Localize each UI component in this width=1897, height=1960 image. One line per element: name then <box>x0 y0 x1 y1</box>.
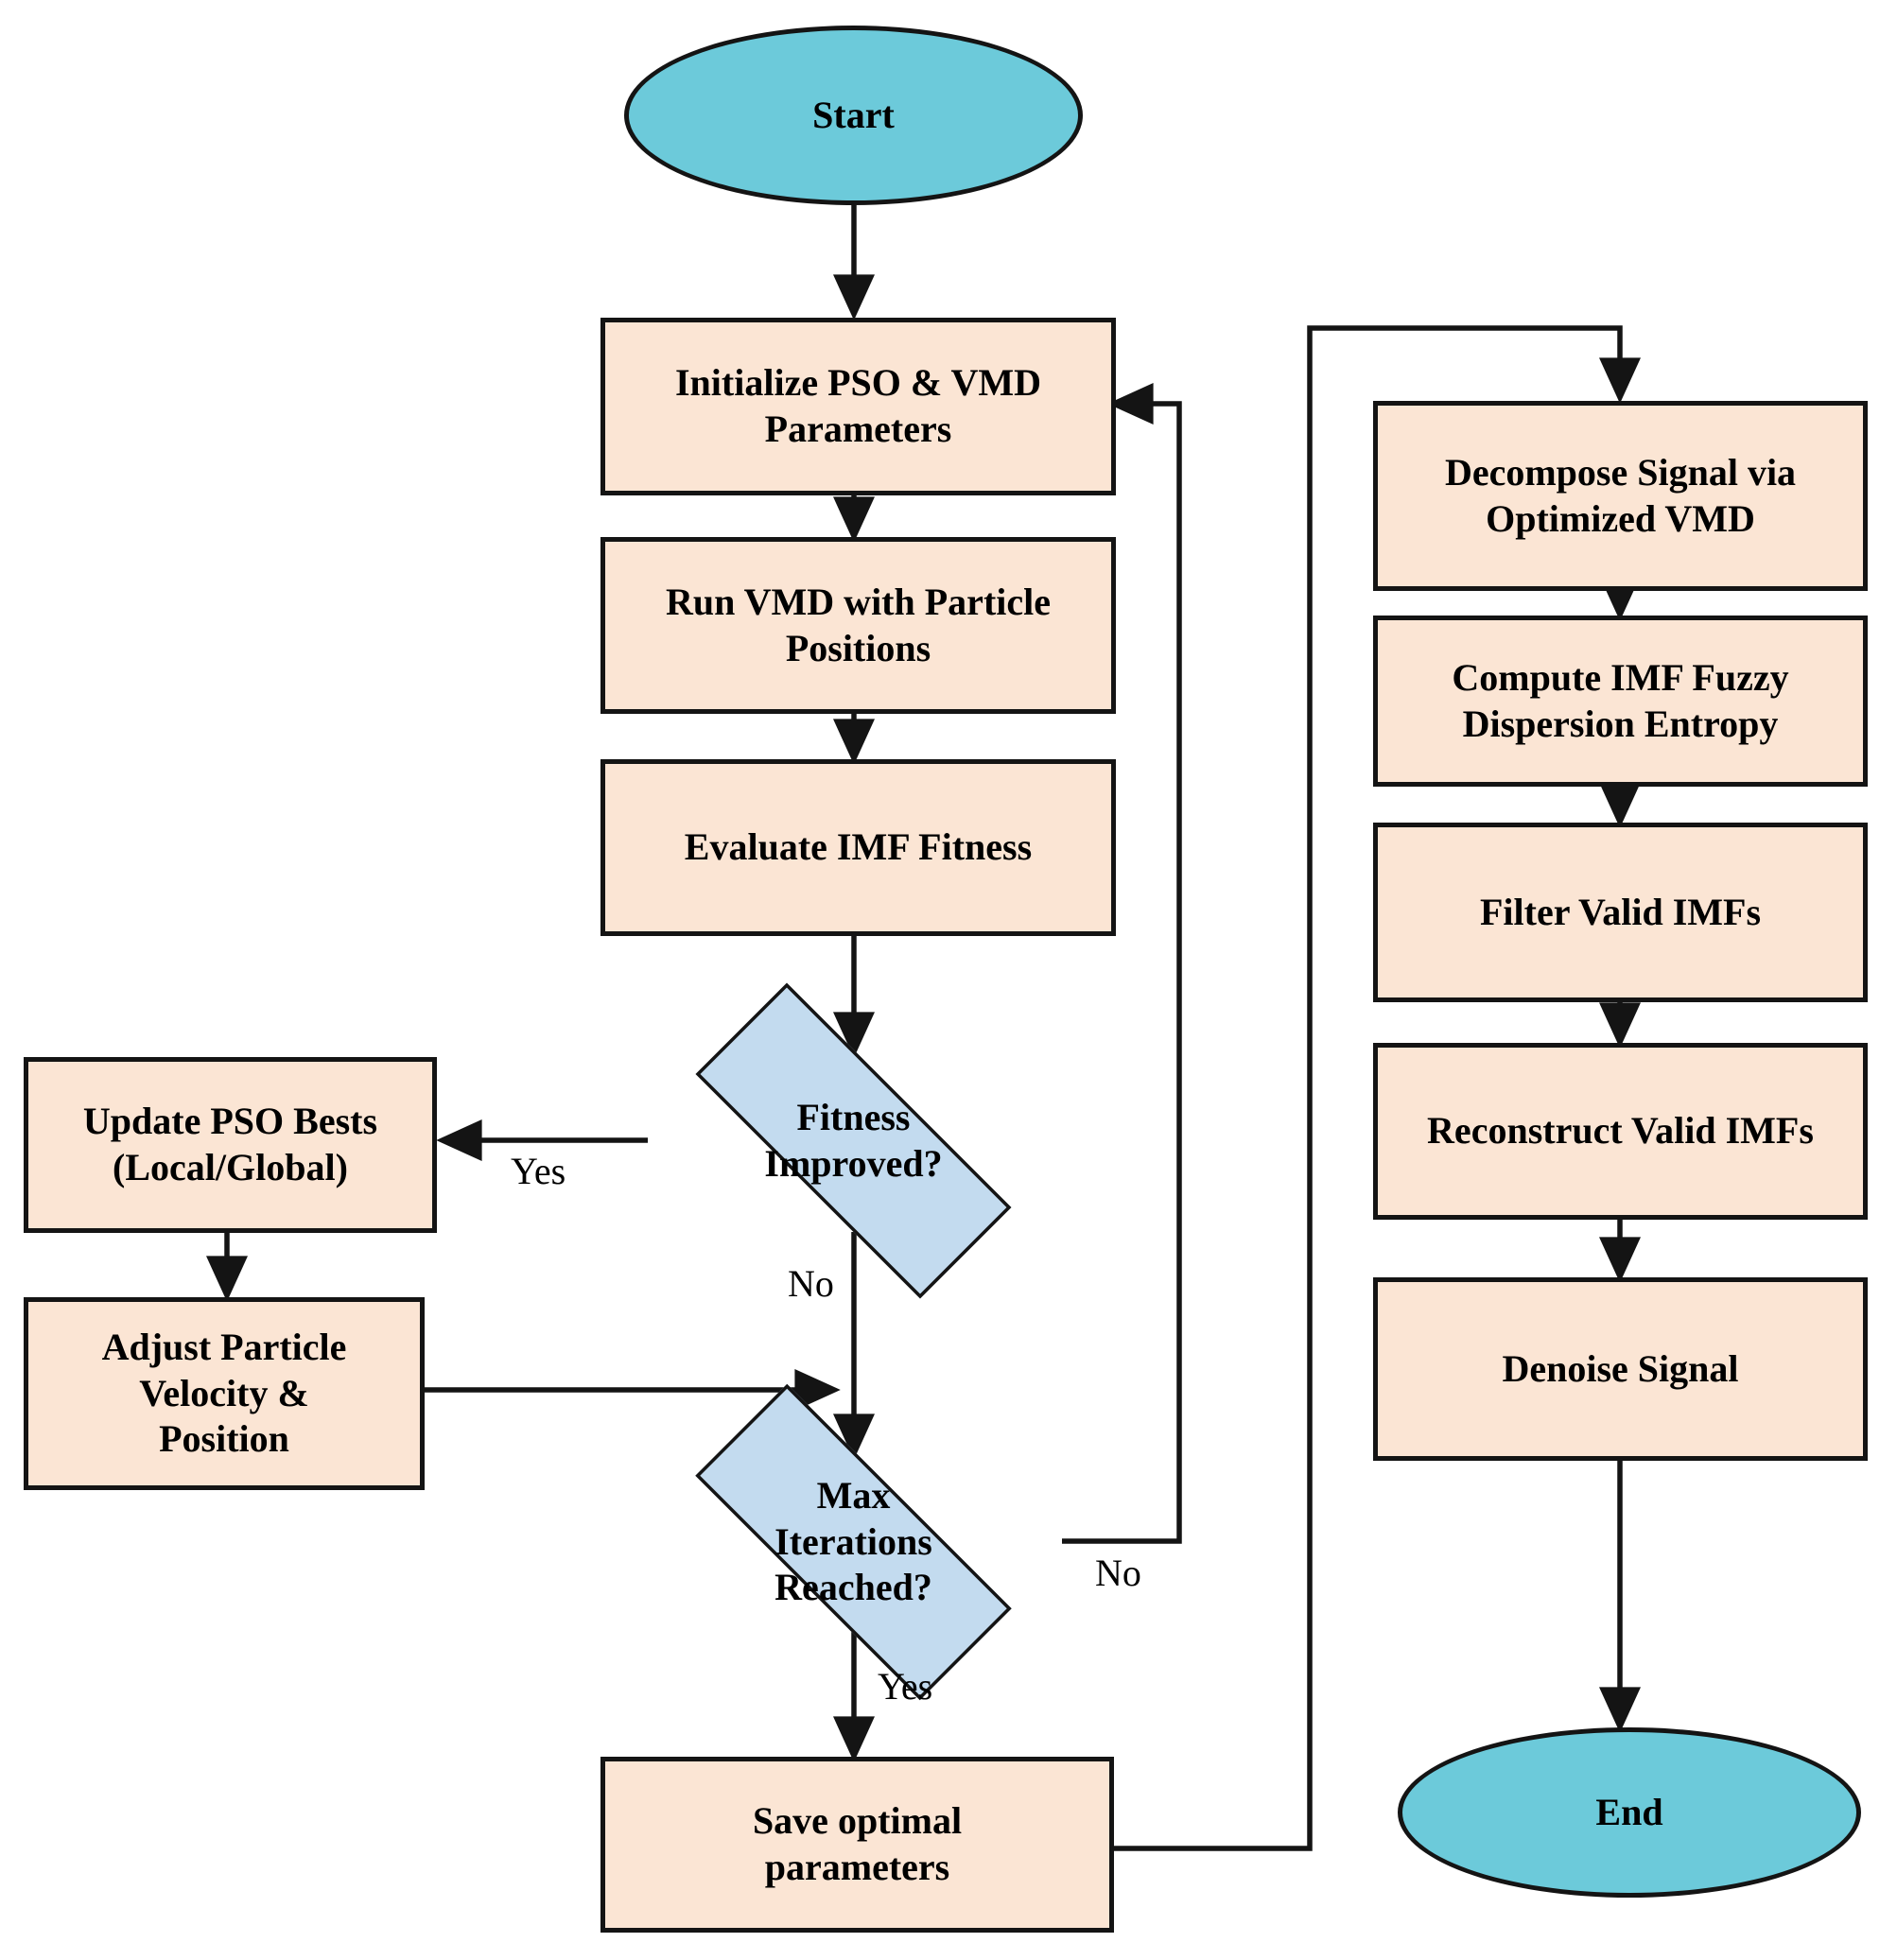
text-line: Optimized VMD <box>1486 496 1755 540</box>
node-adjust-particle[interactable]: Adjust Particle Velocity & Position <box>24 1297 425 1490</box>
text-line: Fitness <box>796 1095 911 1138</box>
node-adjust-particle-label: Adjust Particle Velocity & Position <box>102 1325 347 1463</box>
node-denoise-signal-label: Denoise Signal <box>1502 1346 1739 1390</box>
text-line: Position <box>159 1417 289 1461</box>
edge-label-fitness-no: No <box>788 1262 834 1305</box>
text-line: Initialize PSO & VMD <box>674 361 1041 405</box>
node-max-iterations-label: Max Iterations Reached? <box>678 1473 1029 1611</box>
node-save-optimal-parameters-label: Save optimal parameters <box>753 1798 962 1891</box>
text-line: Parameters <box>764 408 952 450</box>
node-run-vmd[interactable]: Run VMD with Particle Positions <box>600 537 1116 714</box>
node-fitness-improved-decision[interactable]: Fitness Improved? <box>629 982 1078 1299</box>
text-line: Iterations <box>774 1519 932 1563</box>
node-end[interactable]: End <box>1398 1727 1861 1898</box>
edge-save-to-decompose <box>1114 325 1642 1851</box>
edge-maxiter-no-to-init <box>1062 383 1182 1544</box>
node-evaluate-imf-fitness-label: Evaluate IMF Fitness <box>684 825 1033 869</box>
text-line: Max <box>816 1473 891 1517</box>
node-end-label: End <box>1595 1790 1663 1833</box>
node-denoise-signal[interactable]: Denoise Signal <box>1373 1277 1868 1461</box>
node-fitness-improved-label: Fitness Improved? <box>678 1095 1029 1188</box>
node-start[interactable]: Start <box>624 26 1083 205</box>
edge-label-maxiter-no: No <box>1095 1552 1141 1594</box>
text-line: Improved? <box>764 1141 943 1185</box>
node-save-optimal-parameters[interactable]: Save optimal parameters <box>600 1757 1114 1933</box>
text-line: Adjust Particle <box>101 1325 347 1368</box>
node-decompose-signal[interactable]: Decompose Signal via Optimized VMD <box>1373 401 1868 591</box>
node-initialize-parameters-label: Initialize PSO & VMD Parameters <box>675 360 1041 453</box>
node-compute-entropy[interactable]: Compute IMF Fuzzy Dispersion Entropy <box>1373 616 1868 787</box>
text-line: parameters <box>764 1846 950 1888</box>
node-run-vmd-label: Run VMD with Particle Positions <box>666 580 1051 672</box>
node-initialize-parameters[interactable]: Initialize PSO & VMD Parameters <box>600 318 1116 495</box>
text-line: Update PSO Bests <box>82 1100 378 1143</box>
node-update-pso-bests[interactable]: Update PSO Bests (Local/Global) <box>24 1057 437 1233</box>
text-line: Dispersion Entropy <box>1462 702 1779 745</box>
text-line: Decompose Signal via <box>1444 450 1797 494</box>
node-max-iterations-decision[interactable]: Max Iterations Reached? <box>629 1383 1078 1701</box>
node-evaluate-imf-fitness[interactable]: Evaluate IMF Fitness <box>600 759 1116 936</box>
edge-label-maxiter-yes: Yes <box>878 1665 933 1708</box>
node-compute-entropy-label: Compute IMF Fuzzy Dispersion Entropy <box>1452 655 1788 748</box>
text-line: (Local/Global) <box>113 1146 348 1188</box>
text-line: Velocity & <box>139 1371 309 1414</box>
text-line: Save optimal <box>752 1799 963 1843</box>
text-line: Reached? <box>774 1566 932 1609</box>
edge-label-fitness-yes: Yes <box>511 1150 566 1192</box>
node-filter-valid-imfs[interactable]: Filter Valid IMFs <box>1373 823 1868 1002</box>
node-start-label: Start <box>812 93 895 136</box>
node-reconstruct-valid-imfs[interactable]: Reconstruct Valid IMFs <box>1373 1043 1868 1220</box>
text-line: Compute IMF Fuzzy <box>1452 655 1789 699</box>
node-decompose-signal-label: Decompose Signal via Optimized VMD <box>1445 450 1796 543</box>
node-reconstruct-valid-imfs-label: Reconstruct Valid IMFs <box>1427 1109 1814 1153</box>
node-filter-valid-imfs-label: Filter Valid IMFs <box>1479 890 1762 933</box>
node-update-pso-bests-label: Update PSO Bests (Local/Global) <box>83 1099 377 1191</box>
text-line: Positions <box>785 626 931 669</box>
text-line: Run VMD with Particle <box>666 580 1051 623</box>
